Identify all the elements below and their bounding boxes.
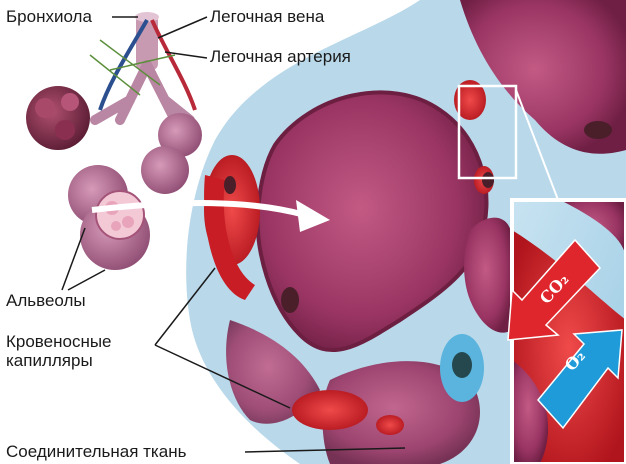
open-alveolus — [96, 191, 144, 239]
leader-vein — [158, 17, 207, 38]
lung-cluster — [26, 12, 202, 270]
pink-sac-3 — [141, 146, 189, 194]
label-blood-capillaries-1: Кровеносные — [6, 333, 112, 351]
label-bronchiole: Бронхиола — [6, 8, 92, 26]
nucleus-3 — [482, 172, 494, 188]
capillary-bottom-right — [376, 415, 404, 435]
label-alveoli: Альвеолы — [6, 292, 86, 310]
nucleus-1 — [281, 287, 299, 313]
dark-sac — [26, 86, 90, 150]
label-connective-tissue: Соединительная ткань — [6, 443, 186, 461]
leader-alveoli-2 — [68, 270, 105, 290]
label-pulmonary-vein: Легочная вена — [210, 8, 324, 26]
label-pulmonary-artery: Легочная артерия — [210, 48, 351, 66]
label-blood-capillaries-2: капилляры — [6, 352, 93, 370]
nucleus-4 — [224, 176, 236, 194]
macrophage-nucleus — [452, 352, 472, 378]
capillary-bottom — [292, 390, 368, 430]
nucleus-2 — [584, 121, 612, 139]
leader-alveoli-1 — [62, 228, 85, 290]
